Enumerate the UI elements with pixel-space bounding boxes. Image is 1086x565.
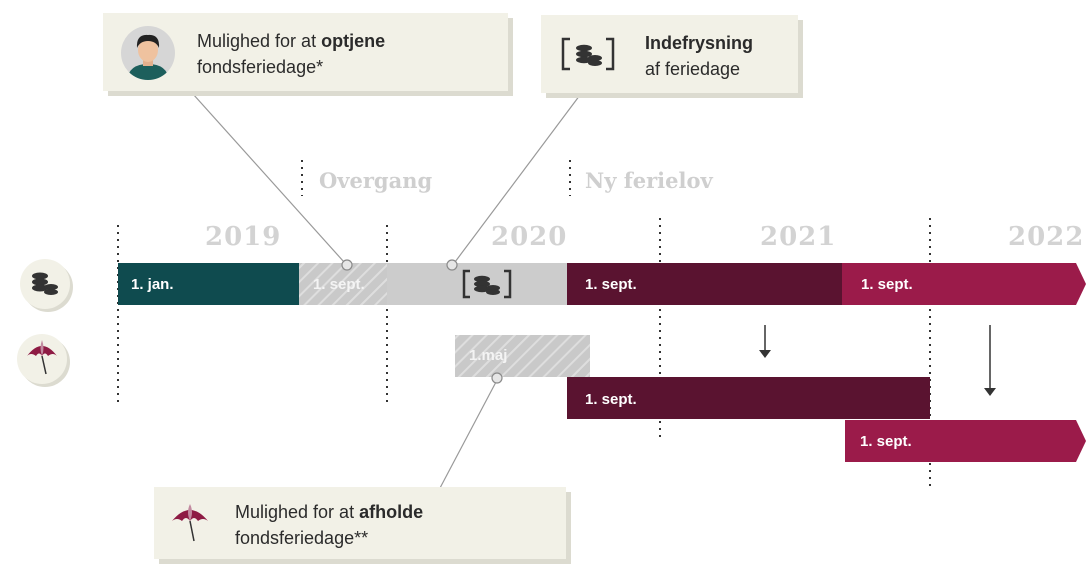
coins-icon (20, 259, 70, 309)
bar-label-hold-2021: 1. sept. (860, 433, 912, 450)
callout-hold-emphasis: afholde (359, 502, 424, 522)
callout-hold: Mulighed for at afholde fondsferiedage** (154, 487, 566, 559)
connector-earn (192, 93, 345, 263)
bar-label-earn-start: 1. jan. (131, 276, 174, 293)
callout-earn: Mulighed for at optjene fondsferiedage* (103, 13, 508, 91)
frozen-coins-icon (561, 37, 615, 71)
avatar-icon (121, 26, 175, 80)
umbrella-icon (172, 504, 208, 542)
bar-label-hold-may: 1.maj (469, 347, 508, 364)
umbrella-icon (17, 334, 67, 384)
callout-freeze: Indefrysning af feriedage (541, 15, 798, 93)
bar-label-new-2020: 1. sept. (585, 276, 637, 293)
bar-hold-may (455, 335, 590, 377)
callout-hold-prefix: Mulighed for at (235, 502, 360, 522)
callout-freeze-line2: af feriedage (645, 59, 741, 79)
year-2019: 2019 (205, 222, 282, 252)
bar-transition-hatched (299, 263, 387, 305)
callout-earn-line2: fondsferiedage* (197, 57, 324, 77)
callout-earn-prefix: Mulighed for at (197, 31, 322, 51)
bar-earn-2019 (118, 263, 299, 305)
connector-freeze (454, 94, 581, 263)
year-2020: 2020 (491, 222, 568, 252)
bar-new-2021 (842, 263, 1086, 305)
year-2022: 2022 (1008, 222, 1085, 252)
year-2021: 2021 (760, 222, 837, 252)
bar-hold-2020 (567, 377, 930, 419)
bar-hold-2021 (845, 420, 1086, 462)
phase-new-law: Ny ferielov (585, 168, 713, 193)
bar-label-new-2021: 1. sept. (861, 276, 913, 293)
callout-freeze-emphasis: Indefrysning (645, 33, 754, 53)
bar-new-2020 (567, 263, 842, 305)
bar-label-hold-2020: 1. sept. (585, 391, 637, 408)
callout-hold-line2: fondsferiedage** (235, 528, 369, 548)
connector-hold (439, 381, 497, 489)
callout-earn-emphasis: optjene (321, 31, 386, 51)
frozen-coins-icon (462, 269, 512, 299)
phase-transition: Overgang (319, 168, 433, 193)
bar-label-transition: 1. sept. (313, 276, 365, 293)
